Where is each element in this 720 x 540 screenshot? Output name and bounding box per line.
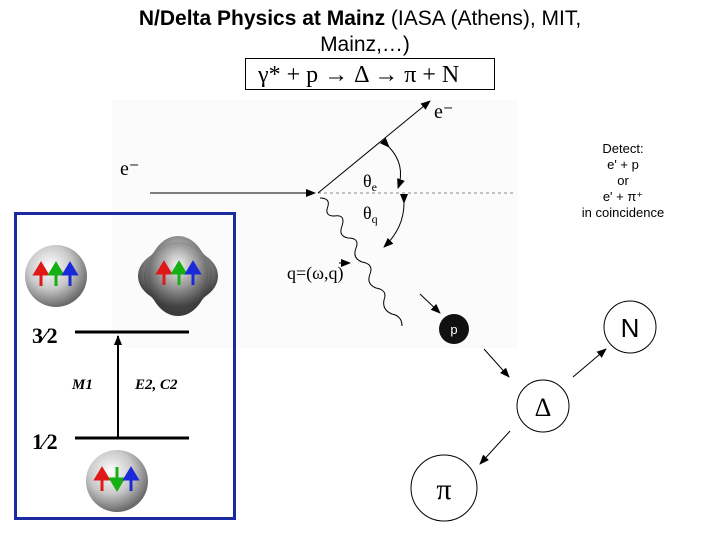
- detect-line: e' + π⁺: [602, 189, 644, 204]
- quark-spins-upper-left: [32, 261, 79, 286]
- delta-label: Δ: [535, 393, 552, 422]
- quark-spins-delta: [155, 260, 202, 285]
- pion-circle: [410, 454, 478, 522]
- reaction-equation: γ* + p → Δ → π + N: [245, 58, 495, 90]
- detect-line: in coincidence: [581, 205, 665, 220]
- transition-m1-label: M1: [71, 377, 93, 393]
- upper-level-label: 3⁄2: [32, 323, 58, 348]
- proton-circle: [439, 314, 469, 344]
- proton-to-delta-arrow: [483, 348, 510, 378]
- page-title: N/Delta Physics at Mainz (IASA (Athens),…: [0, 6, 720, 58]
- detect-note: Detect: e' + p or e' + π⁺ in coincidence: [560, 141, 686, 221]
- detect-line: e' + p: [607, 157, 639, 172]
- theta-e-label: θe: [363, 171, 377, 194]
- theta-q-label: θq: [363, 203, 378, 226]
- detect-line: Detect:: [602, 141, 644, 156]
- photon-label: q=(ω,q): [287, 263, 344, 284]
- theta-e-arc: [379, 137, 405, 189]
- virtual-photon-wave: [319, 197, 403, 327]
- quark-spins-lower: [93, 466, 140, 492]
- outgoing-electron-line: [317, 100, 431, 194]
- delta-circle: [516, 379, 570, 433]
- title-bold: N/Delta Physics at Mainz: [138, 7, 386, 30]
- detect-line: or: [617, 173, 629, 188]
- inset-panel: [14, 212, 236, 520]
- transition-e2c2-label: E2, C2: [134, 377, 178, 393]
- title-line2: Mainz,…): [320, 33, 410, 56]
- delta-to-nucleon-arrow: [572, 348, 607, 378]
- pion-label: π: [436, 473, 451, 506]
- theta-q-arc: [383, 193, 409, 248]
- proton-label: p: [450, 322, 457, 337]
- nucleon-circle: [603, 300, 657, 354]
- outgoing-electron-label: e⁻: [434, 101, 453, 123]
- title-rest: (IASA (Athens), MIT,: [385, 7, 582, 30]
- virtual-photon-arrow: [419, 293, 441, 314]
- nucleon-label: N: [621, 313, 640, 343]
- delta-to-pion-arrow: [479, 430, 511, 465]
- lower-level-label: 1⁄2: [32, 429, 58, 454]
- incoming-electron-label: e⁻: [120, 158, 139, 180]
